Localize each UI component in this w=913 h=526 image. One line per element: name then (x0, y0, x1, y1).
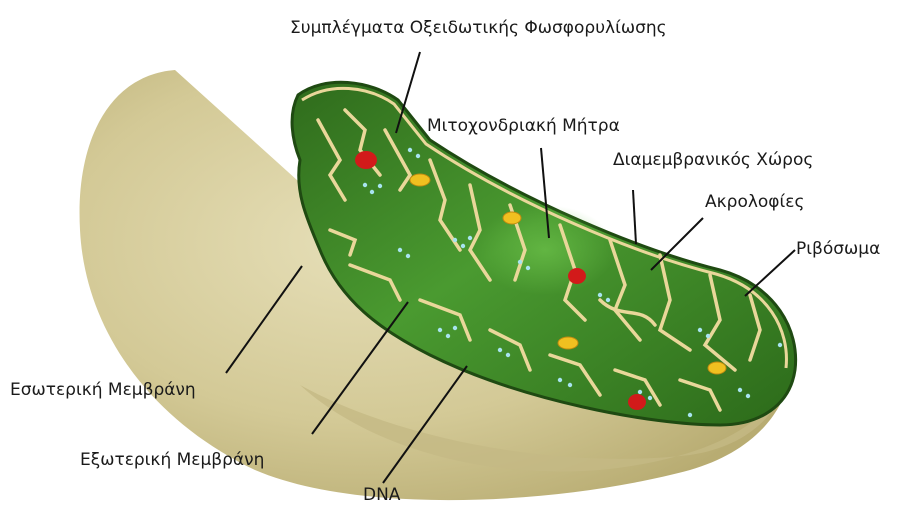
label-outer-membrane: Εξωτερική Μεμβράνη (80, 450, 264, 470)
label-intermembrane-space: Διαμεμβρανικός Χώρος (613, 150, 813, 170)
label-mitochondrial-matrix: Μιτοχονδριακή Μήτρα (427, 116, 620, 136)
label-dna: DNA (363, 485, 400, 505)
label-oxphos-complexes: Συμπλέγματα Οξειδωτικής Φωσφορυλίωσης (290, 18, 667, 38)
label-ribosome: Ριβόσωμα (796, 239, 880, 259)
label-inner-membrane: Εσωτερική Μεμβράνη (10, 380, 196, 400)
label-cristae: Ακρολοφίες (705, 192, 804, 212)
